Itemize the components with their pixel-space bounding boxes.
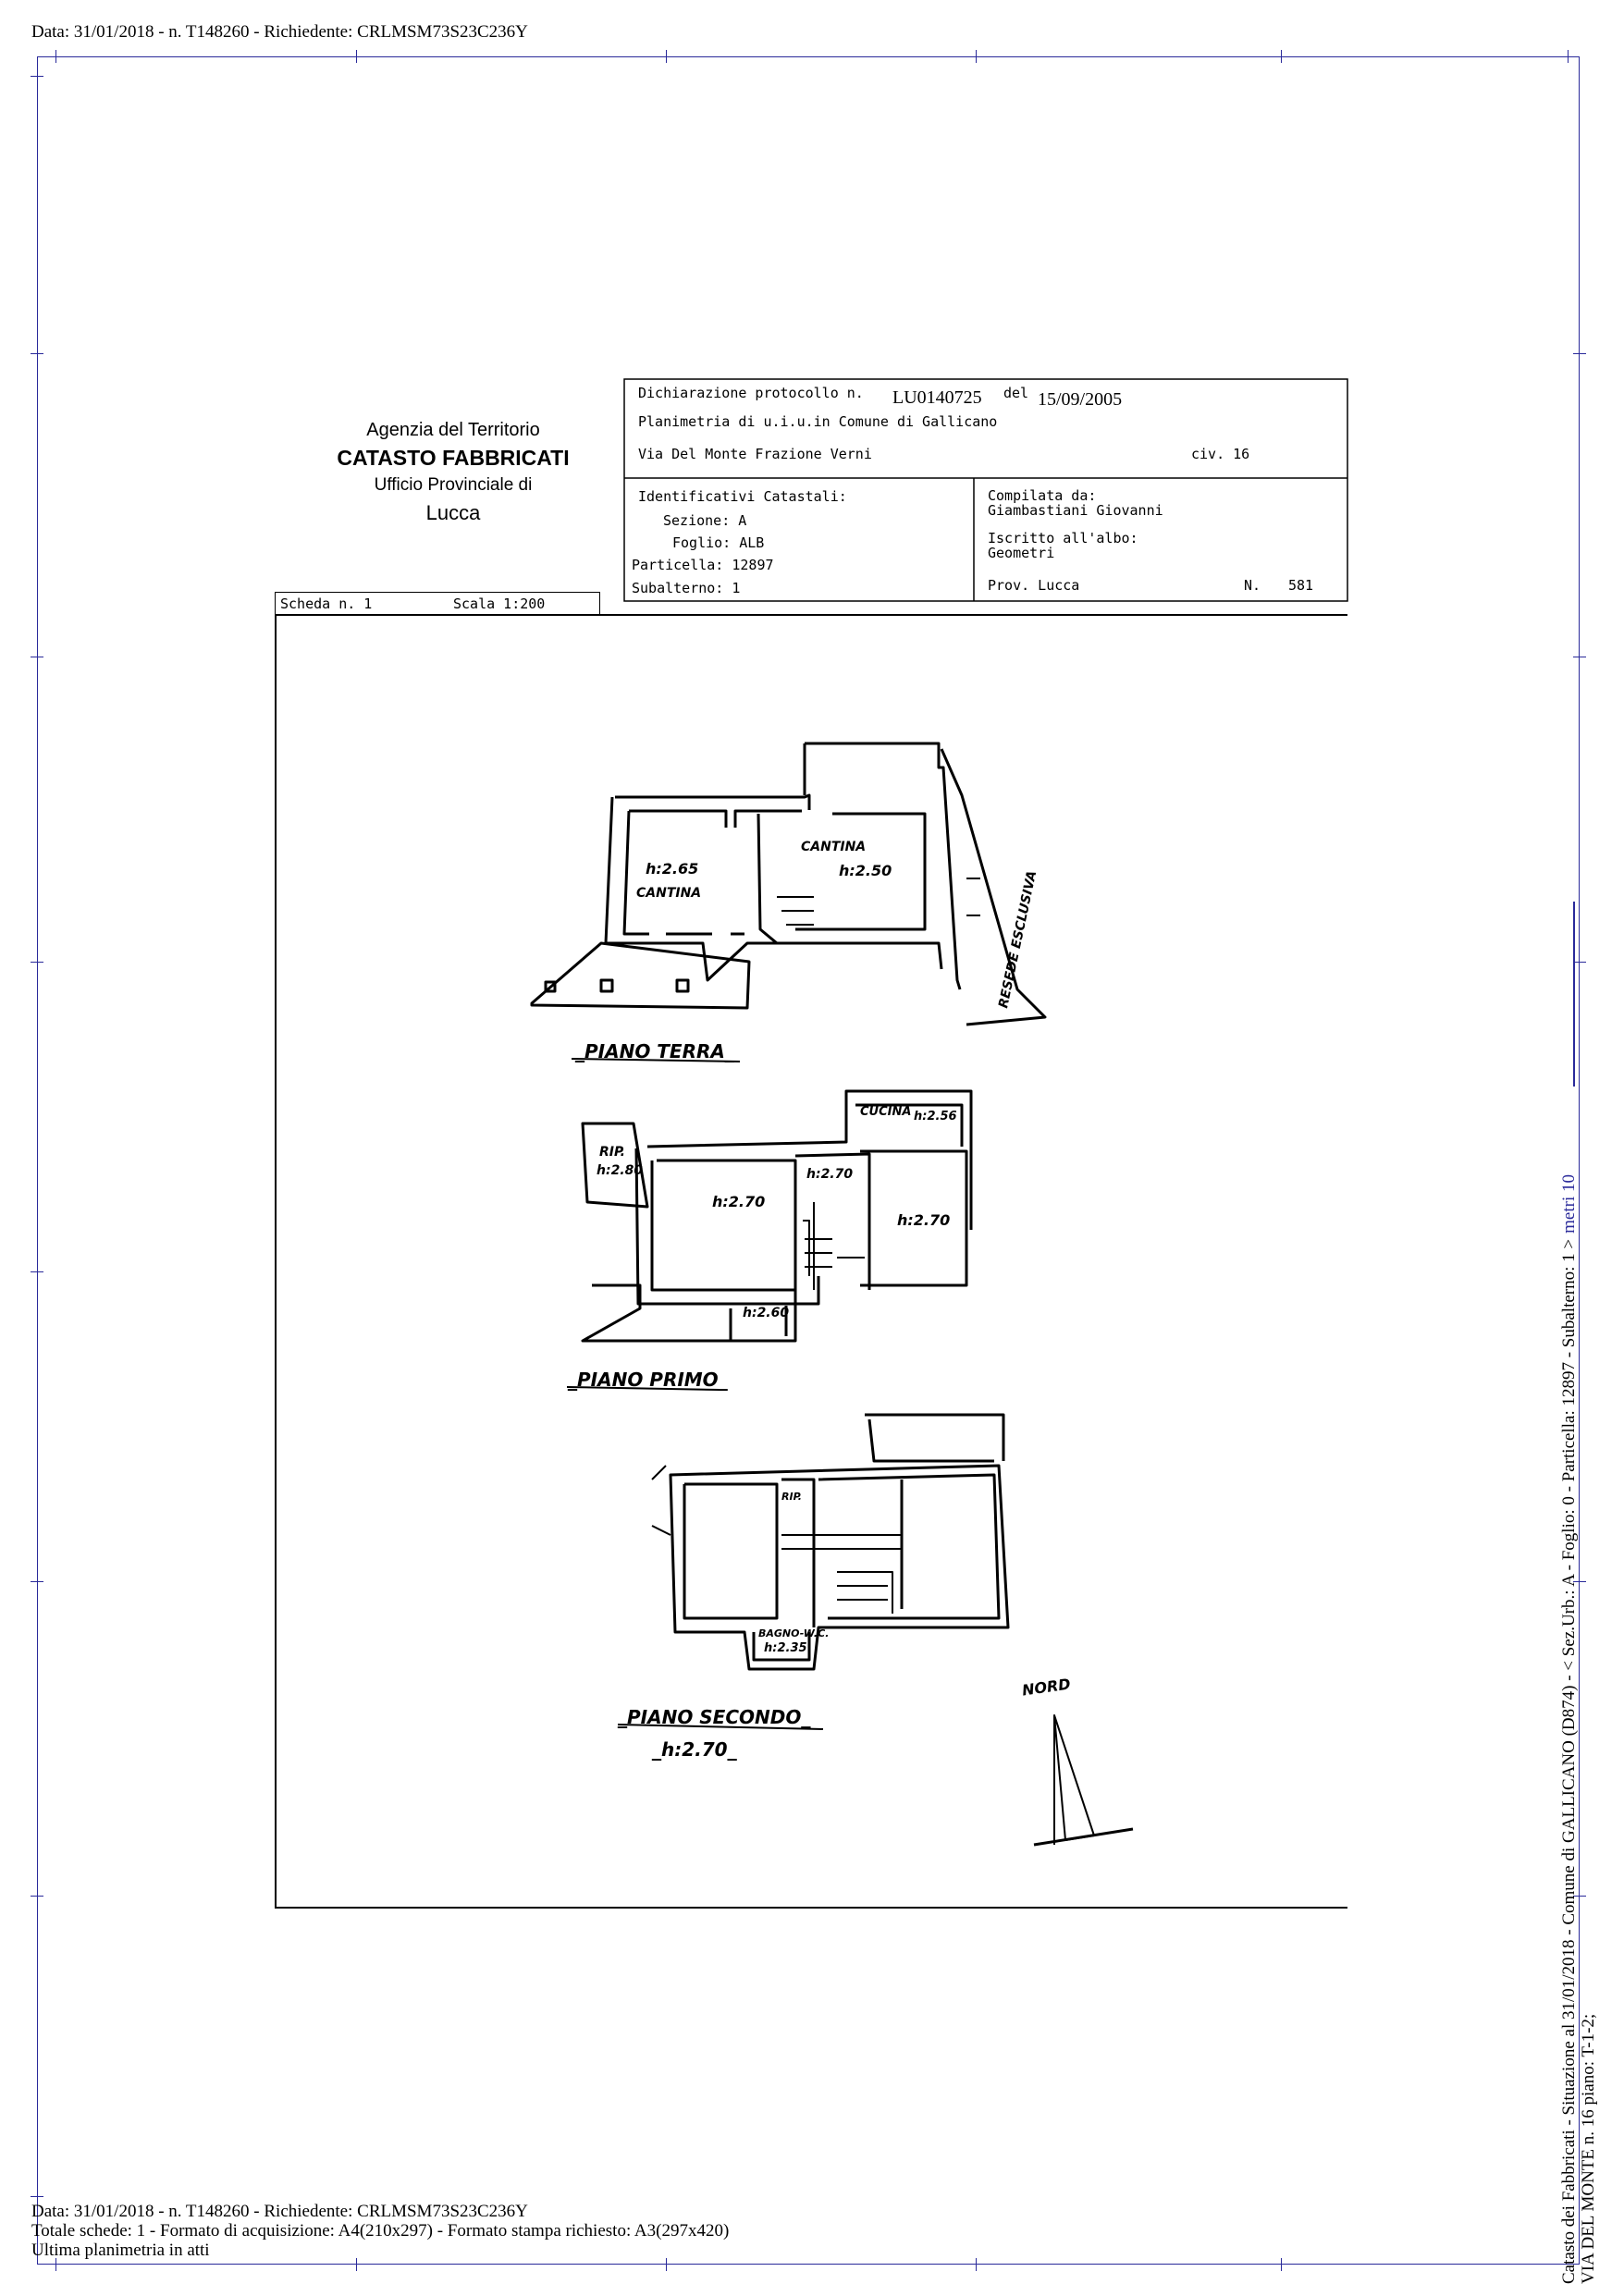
compilata-name: Giambastiani Giovanni — [988, 502, 1163, 519]
ground-floor-plan — [530, 742, 1047, 1026]
frame-tick — [31, 1271, 43, 1272]
civic-number: civ. 16 — [1191, 446, 1250, 462]
frame-tick — [976, 50, 977, 63]
label-h-260: h:2.60 — [743, 1306, 790, 1320]
del-label: del — [1003, 385, 1029, 401]
frame-tick — [1573, 1896, 1586, 1897]
footer: Data: 31/01/2018 - n. T148260 - Richiede… — [31, 2202, 729, 2260]
frame-tick — [31, 353, 43, 354]
frame-tick — [666, 2258, 667, 2271]
footer-formats-line: Totale schede: 1 - Formato di acquisizio… — [31, 2221, 730, 2241]
label-h-270-right: h:2.70 — [897, 1211, 951, 1229]
office-label: Ufficio Provinciale di — [374, 475, 533, 495]
frame-tick — [1281, 50, 1282, 63]
title-block-lines — [623, 378, 1348, 602]
label-h-235: h:2.35 — [764, 1641, 807, 1655]
address-line: Via Del Monte Frazione Verni — [638, 446, 872, 462]
protocol-date: 15/09/2005 — [1038, 389, 1123, 410]
scheda-number: Scheda n. 1 — [280, 595, 373, 612]
label-piano-primo: _PIANO PRIMO_ — [568, 1369, 728, 1391]
second-floor-plan — [651, 1413, 1010, 1671]
north-arrow — [1033, 1714, 1134, 1847]
frame-tick — [356, 50, 357, 63]
province-value: Prov. Lucca — [988, 577, 1080, 594]
frame-tick — [1281, 2258, 1282, 2271]
label-bagno-wc: BAGNO-W.C. — [758, 1627, 830, 1639]
side-situazione-line: Catasto dei Fabbricati - Situazione al 3… — [1559, 1238, 1579, 2284]
label-h-280: h:2.80 — [597, 1163, 644, 1178]
frame-tick — [666, 50, 667, 63]
planimetria-line: Planimetria di u.i.u.in Comune di Gallic… — [638, 413, 998, 430]
frame-tick — [976, 2258, 977, 2271]
label-h-270-second: _h:2.70_ — [652, 1738, 737, 1761]
particella-value: Particella: 12897 — [632, 557, 774, 573]
iscritto-label: Iscritto all'albo: — [988, 530, 1138, 546]
frame-tick — [31, 1581, 43, 1582]
label-cantina-right: CANTINA — [801, 840, 867, 854]
frame-tick — [1568, 50, 1569, 63]
footer-last-plan-line: Ultima planimetria in atti — [31, 2241, 210, 2260]
frame-tick — [31, 76, 43, 77]
n-label: N. — [1244, 577, 1261, 594]
frame-tick — [1573, 1581, 1586, 1582]
header-request-line: Data: 31/01/2018 - n. T148260 - Richiede… — [31, 22, 528, 42]
agency-name: Agenzia del Territorio — [366, 420, 540, 440]
frame-tick — [1573, 962, 1586, 963]
page-frame — [37, 56, 1580, 2265]
scale-bar — [1573, 902, 1575, 1087]
label-cantina-left: CANTINA — [636, 886, 702, 901]
label-h-256: h:2.56 — [914, 1110, 957, 1123]
registration-number: 581 — [1288, 577, 1314, 594]
agency-block: Agenzia del Territorio CATASTO FABBRICAT… — [277, 416, 629, 527]
label-h-270-middle: h:2.70 — [806, 1167, 854, 1182]
frame-tick — [356, 2258, 357, 2271]
frame-tick — [55, 2258, 56, 2271]
side-cadastral-text: Catasto dei Fabbricati - Situazione al 3… — [1559, 1174, 1598, 2284]
scale-bar-label: metri 10 — [1559, 1174, 1579, 1234]
frame-tick — [1573, 353, 1586, 354]
scale-value: Scala 1:200 — [453, 595, 546, 612]
label-piano-secondo: _PIANO SECONDO_ — [618, 1706, 811, 1728]
subalterno-value: Subalterno: 1 — [632, 580, 741, 596]
foglio-value: Foglio: ALB — [672, 534, 765, 551]
label-cucina: CUCINA — [860, 1105, 912, 1119]
frame-tick — [31, 1896, 43, 1897]
label-rip-second: RIP. — [781, 1491, 802, 1503]
protocol-number: LU0140725 — [892, 387, 982, 408]
protocol-label: Dichiarazione protocollo n. — [638, 385, 864, 401]
identificativi-label: Identificativi Catastali: — [638, 488, 847, 505]
drawing-area — [275, 614, 1347, 1909]
footer-request-line: Data: 31/01/2018 - n. T148260 - Richiede… — [31, 2202, 528, 2221]
label-h-265: h:2.65 — [646, 860, 699, 878]
albo-value: Geometri — [988, 545, 1055, 561]
label-piano-terra: _PIANO TERRA_ — [575, 1040, 734, 1062]
sezione-value: Sezione: A — [663, 512, 747, 529]
office-city: Lucca — [425, 501, 481, 524]
label-rip-first: RIP. — [599, 1145, 625, 1160]
first-floor-plan — [581, 1089, 973, 1343]
label-h-270-left: h:2.70 — [712, 1193, 766, 1210]
frame-tick — [31, 962, 43, 963]
compilata-label: Compilata da: — [988, 487, 1097, 504]
frame-tick — [55, 50, 56, 63]
frame-tick — [31, 2196, 43, 2197]
side-address-line: VIA DEL MONTE n. 16 piano: T-1-2; — [1579, 2013, 1598, 2284]
catasto-title: CATASTO FABBRICATI — [337, 446, 570, 470]
label-h-250: h:2.50 — [839, 862, 892, 879]
